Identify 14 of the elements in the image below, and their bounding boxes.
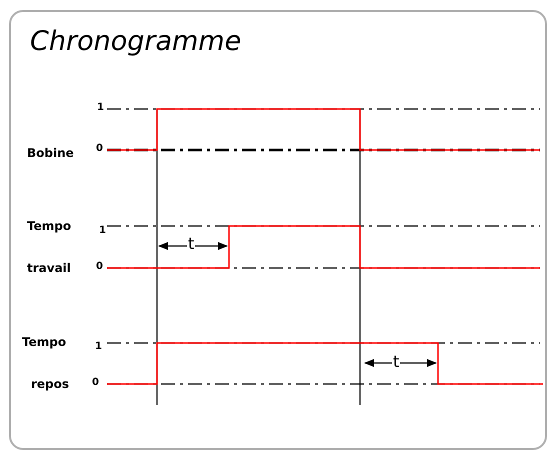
duration-label: t (187, 236, 196, 252)
logic-level-label: 0 (96, 262, 103, 272)
logic-level-label: 1 (99, 226, 106, 236)
signal-name: Tempo (27, 220, 72, 232)
logic-level-label: 1 (97, 103, 104, 113)
signal-name: travail (27, 262, 71, 274)
logic-level-label: 0 (92, 378, 99, 388)
duration-label: t (392, 354, 400, 370)
signal-name: Tempo (22, 336, 66, 348)
logic-level-label: 1 (95, 342, 102, 352)
signal-name: repos (31, 378, 70, 390)
signal-name: Bobine (27, 147, 74, 159)
title: Chronogramme (30, 26, 242, 57)
logic-level-label: 0 (96, 144, 103, 154)
